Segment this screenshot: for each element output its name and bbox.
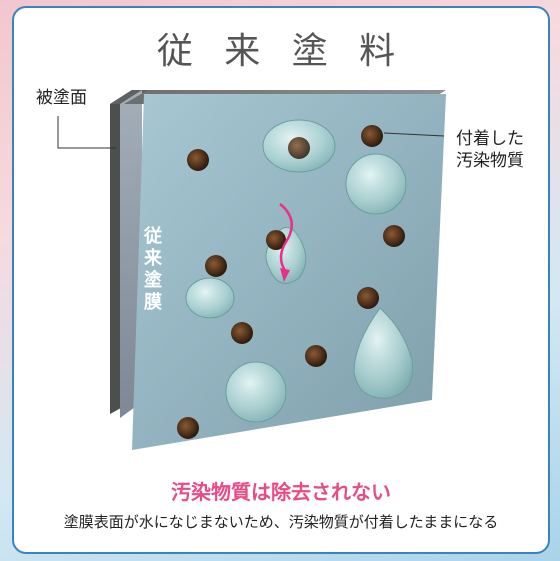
water-droplet xyxy=(345,153,407,215)
contaminant-label-line2: 汚染物質 xyxy=(456,151,524,171)
water-flow-arrow xyxy=(279,203,293,273)
substrate-leader-line xyxy=(57,116,116,149)
dirt-particle xyxy=(357,287,379,309)
coating-block-illustration xyxy=(57,90,446,450)
substrate-label: 被塗面 xyxy=(36,88,87,108)
contaminant-leader-line xyxy=(383,132,445,137)
coating-film-char: 来 xyxy=(144,248,162,269)
coating-film-char: 従 xyxy=(144,226,162,247)
diagram-title: 従 来 塗 料 xyxy=(156,31,406,72)
dirt-particle xyxy=(305,345,327,367)
dirt-particle xyxy=(187,149,209,171)
contaminant-label: 付着した 汚染物質 xyxy=(456,128,524,172)
result-headline: 汚染物質は除去されない xyxy=(171,480,391,504)
dirt-particle xyxy=(231,322,253,344)
water-droplet xyxy=(353,307,413,399)
dirt-particle xyxy=(361,125,383,147)
dirt-particle xyxy=(383,225,405,247)
dirt-particle xyxy=(288,137,310,159)
water-flow-arrowhead xyxy=(280,268,290,282)
coating-film-char: 塗 xyxy=(144,270,162,291)
dirt-particle xyxy=(177,417,199,439)
diagram-card: 従 来 塗 料 xyxy=(12,6,550,554)
dirt-particle xyxy=(266,230,286,250)
contaminant-label-line1: 付着した xyxy=(456,129,524,149)
coating-film-label: 従 来 塗 膜 xyxy=(141,226,165,314)
dirt-particle xyxy=(205,255,227,277)
water-droplet xyxy=(185,277,235,319)
result-caption: 塗膜表面が水になじまないため、汚染物質が付着したままになる xyxy=(63,513,499,531)
coating-film-char: 膜 xyxy=(144,292,162,313)
water-droplet xyxy=(225,361,287,423)
